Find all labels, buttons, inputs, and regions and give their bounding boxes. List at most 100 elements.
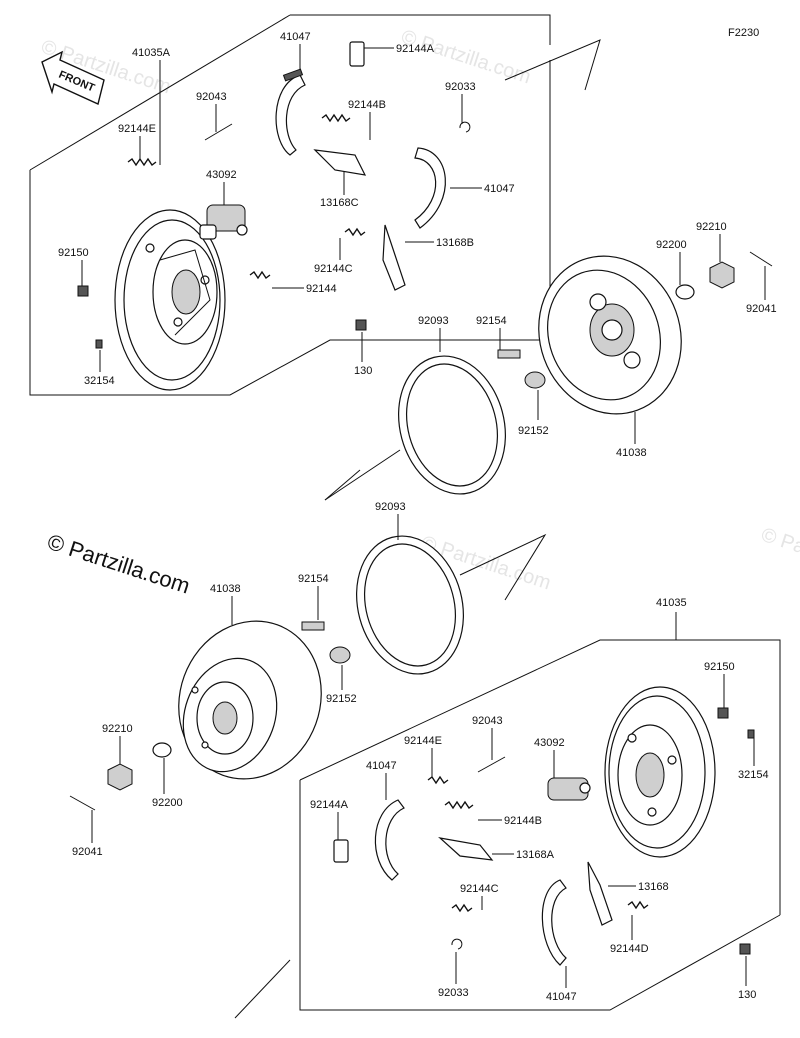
spring	[127, 157, 157, 167]
nipple	[95, 339, 103, 349]
callout-label: 41038	[616, 447, 647, 459]
bolt	[739, 943, 751, 955]
callout-label: 92152	[518, 425, 549, 437]
brake-shoe	[374, 799, 405, 881]
callout-label: 13168C	[320, 197, 359, 209]
callout-label: 130	[354, 365, 372, 377]
callout-label: 43092	[206, 169, 237, 181]
top-assembly-frame	[29, 14, 601, 501]
callout-label: 92144D	[610, 943, 649, 955]
brake-shoe	[414, 147, 446, 229]
cotter-pin	[69, 795, 96, 811]
callout-label: 92144C	[314, 263, 353, 275]
callout-label: 92043	[472, 715, 503, 727]
callout-label: 130	[738, 989, 756, 1001]
brake-drum	[538, 255, 682, 415]
callout-label: 92144	[306, 283, 337, 295]
spring	[249, 270, 271, 280]
clip	[333, 839, 349, 863]
callout-label: 92152	[326, 693, 357, 705]
watermark-text: © Partzilla.com	[758, 524, 800, 587]
figure-code: F2230	[728, 27, 759, 39]
pin	[477, 756, 506, 773]
snap-ring	[451, 938, 463, 950]
brake-drum	[178, 620, 322, 780]
backing-plate	[604, 686, 716, 858]
snap-ring	[459, 121, 471, 133]
callout-label: 41035	[656, 597, 687, 609]
callout-label: 92043	[196, 91, 227, 103]
callout-label: 92210	[102, 723, 133, 735]
spring	[444, 800, 474, 810]
callout-label: 41035A	[132, 47, 171, 59]
callout-label: 92210	[696, 221, 727, 233]
callout-label: 92041	[72, 846, 103, 858]
bottom-assembly-frame	[234, 533, 781, 1019]
nut	[709, 261, 735, 289]
watermark-text: © Partzilla.com	[398, 26, 533, 89]
drum-seal	[398, 355, 506, 495]
callout-label: 92200	[656, 239, 687, 251]
callouts-top: 41035A 41047 92144A 92043 92144B 92033 9…	[58, 31, 777, 459]
lever	[382, 224, 406, 291]
callout-label: 13168B	[436, 237, 474, 249]
nipple	[747, 729, 755, 739]
callout-label: 43092	[534, 737, 565, 749]
spring	[627, 900, 649, 910]
callout-label: 92041	[746, 303, 777, 315]
callout-label: 92093	[375, 501, 406, 513]
callout-label: 92144E	[118, 123, 156, 135]
drum-seal	[356, 535, 464, 675]
bolt	[717, 707, 729, 719]
callout-label: 92144A	[310, 799, 349, 811]
wheel-cylinder	[199, 204, 248, 240]
callout-label: 92033	[438, 987, 469, 999]
callout-label: 41038	[210, 583, 241, 595]
pin	[204, 123, 233, 141]
callout-label: 92154	[298, 573, 329, 585]
callout-label: 92144B	[348, 99, 386, 111]
callout-label: 32154	[738, 769, 769, 781]
wheel-cylinder	[547, 777, 591, 801]
callout-label: 92200	[152, 797, 183, 809]
callout-label: 92033	[445, 81, 476, 93]
callout-label: 41047	[280, 31, 311, 43]
callout-label: 92093	[418, 315, 449, 327]
callout-label: 92144A	[396, 43, 435, 55]
washer	[152, 742, 172, 758]
collar	[524, 371, 546, 389]
watermark-main: © Partzilla.com	[44, 529, 193, 599]
spring	[321, 113, 351, 123]
lever	[313, 149, 367, 176]
callout-label: 92154	[476, 315, 507, 327]
clip	[349, 41, 365, 67]
bolt	[355, 319, 367, 331]
callout-label: 92144B	[504, 815, 542, 827]
spring	[451, 903, 473, 913]
callout-label: 92144C	[460, 883, 499, 895]
callout-label: 92144E	[404, 735, 442, 747]
nut	[107, 763, 133, 791]
callout-label: 92150	[58, 247, 89, 259]
callouts-bottom: 92093 41038 92154 92152 92210 92200 9204…	[72, 501, 769, 1003]
stud	[301, 621, 325, 631]
spring	[427, 775, 449, 785]
callout-label: 41047	[484, 183, 515, 195]
lever	[587, 861, 613, 926]
callout-label: 13168A	[516, 849, 555, 861]
spring	[344, 227, 366, 237]
stud	[497, 349, 521, 359]
brake-shoe	[541, 879, 567, 966]
callout-label: 92150	[704, 661, 735, 673]
bolt	[77, 285, 89, 297]
backing-plate	[114, 209, 226, 391]
cotter-pin	[749, 251, 773, 267]
collar	[329, 646, 351, 664]
lever	[438, 837, 494, 861]
callout-label: 13168	[638, 881, 669, 893]
callout-label: 41047	[366, 760, 397, 772]
callout-label: 32154	[84, 375, 115, 387]
brake-shoe	[275, 68, 306, 156]
washer	[675, 284, 695, 300]
